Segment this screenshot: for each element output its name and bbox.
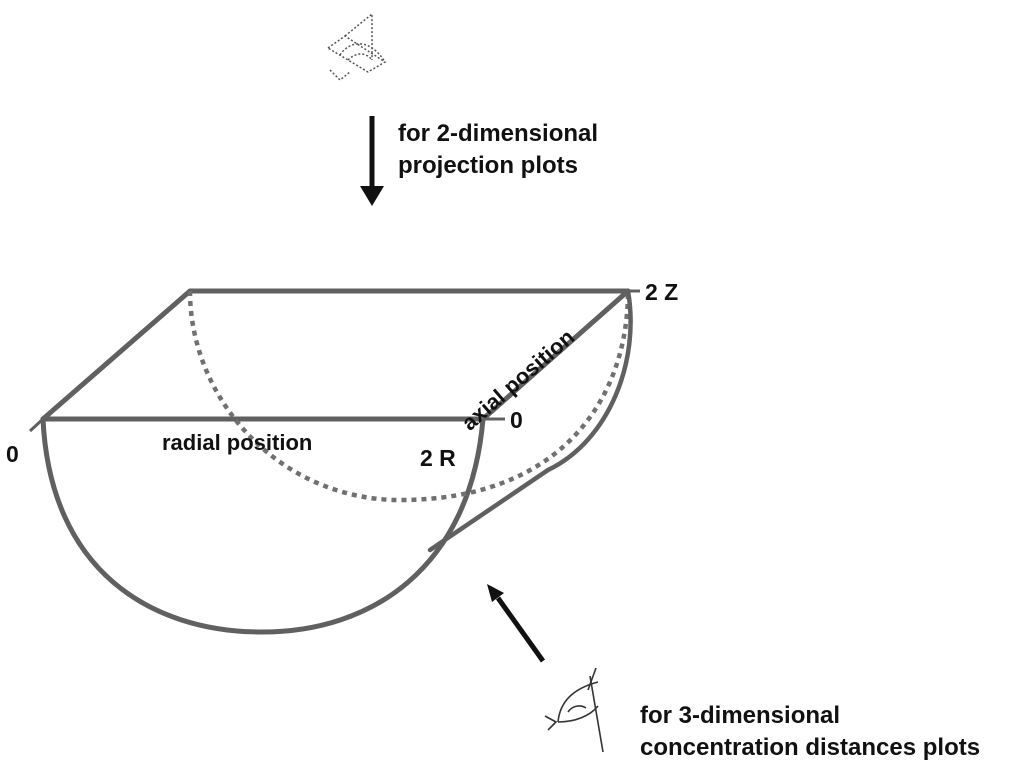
oblique-view-caption-line-2: concentration distances plots <box>640 734 981 761</box>
radial-end-label: 2 R <box>420 445 456 471</box>
back-half-circle-hidden <box>187 290 631 503</box>
eye-looking-up-icon <box>544 667 604 753</box>
top-plane-left-edge <box>40 288 193 422</box>
radial-origin-label: 0 <box>6 441 19 467</box>
cylinder-side-line <box>427 467 551 553</box>
top-view-caption-line-2: projection plots <box>398 152 578 179</box>
oblique-view-arrow <box>487 584 546 663</box>
radial-position-label: radial position <box>162 430 313 455</box>
top-plane-right-edge <box>480 288 631 422</box>
oblique-view-caption-line-1: for 3-dimensional <box>640 702 841 729</box>
top-plane <box>40 288 631 422</box>
axial-end-label: 2 Z <box>645 279 679 305</box>
top-view-arrow <box>360 116 384 206</box>
top-view-caption-line-1: for 2-dimensional <box>398 120 599 147</box>
axial-origin-label: 0 <box>510 407 523 433</box>
top-view-caption: for 2-dimensional projection plots <box>398 118 598 182</box>
oblique-view-caption: for 3-dimensional concentration distance… <box>640 700 980 764</box>
eye-looking-down-icon <box>326 12 387 82</box>
back-half-circle-visible <box>545 288 633 473</box>
